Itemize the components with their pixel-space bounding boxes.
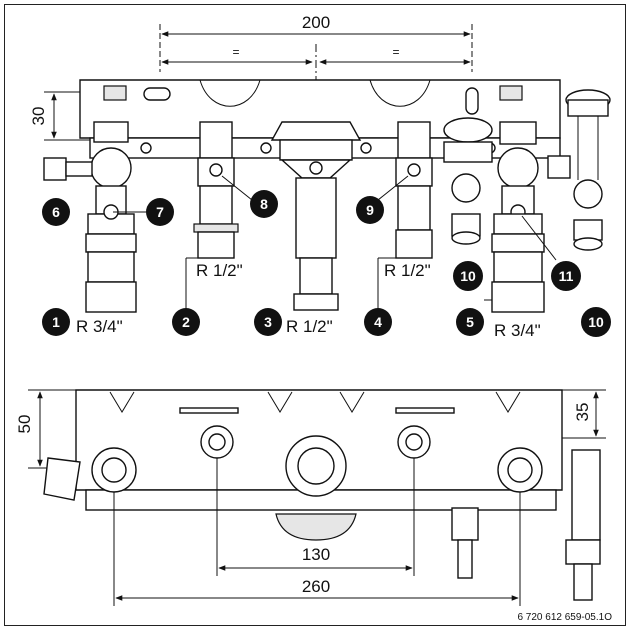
bottom-fitting-5 <box>497 447 543 493</box>
dim-height-top: 30 <box>29 107 48 126</box>
svg-text:9: 9 <box>366 202 374 218</box>
fitting-2 <box>193 121 239 259</box>
valve-6 <box>43 157 93 181</box>
dim-height-bottom-right: 35 <box>573 403 592 422</box>
dim-width-inner: 130 <box>302 545 330 564</box>
svg-text:4: 4 <box>374 314 382 330</box>
svg-text:11: 11 <box>559 268 574 284</box>
fitting-1 <box>85 121 137 313</box>
callout-11: 11 <box>551 261 581 291</box>
siphon-right <box>565 89 611 251</box>
thread-label-1: R 3/4" <box>76 317 123 336</box>
bottom-fitting-3 <box>275 435 357 541</box>
leader-lines <box>113 175 557 312</box>
svg-text:10: 10 <box>588 314 604 330</box>
bottom-drain-right <box>565 449 601 601</box>
callout-7: 7 <box>146 198 174 226</box>
bottom-fitting-4 <box>397 425 431 459</box>
thread-label-3: R 1/2" <box>286 317 333 336</box>
svg-text:7: 7 <box>156 204 164 220</box>
svg-text:1: 1 <box>52 314 60 330</box>
svg-text:3: 3 <box>264 314 272 330</box>
dimension-130: 130 <box>216 458 415 576</box>
callout-1: 1 <box>42 308 70 336</box>
siphon-left <box>443 117 493 245</box>
dimension-200: 200 <box>159 13 473 72</box>
callout-9: 9 <box>356 196 384 224</box>
callout-10-left: 10 <box>453 261 483 291</box>
thread-label-5: R 3/4" <box>494 321 541 340</box>
callout-8: 8 <box>250 190 278 218</box>
thread-label-2: R 1/2" <box>196 261 243 280</box>
svg-text:2: 2 <box>182 314 190 330</box>
diagram-frame <box>4 4 626 626</box>
dim-width-outer: 260 <box>302 577 330 596</box>
callout-2: 2 <box>172 308 200 336</box>
svg-text:8: 8 <box>260 196 268 212</box>
bottom-fitting-1 <box>43 447 137 501</box>
equal-left: = <box>232 45 239 59</box>
dim-top-width: 200 <box>302 13 330 32</box>
equal-right: = <box>392 45 399 59</box>
bottom-drain-left <box>451 507 479 579</box>
svg-text:5: 5 <box>466 314 474 330</box>
bottom-fitting-2 <box>200 425 234 459</box>
fitting-5 <box>491 121 571 313</box>
dimension-260: 260 <box>113 492 521 606</box>
callout-5: 5 <box>456 308 484 336</box>
svg-text:10: 10 <box>460 268 476 284</box>
svg-text:6: 6 <box>52 204 60 220</box>
callout-6: 6 <box>42 198 70 226</box>
reference-number: 6 720 612 659-05.1O <box>517 612 612 623</box>
fitting-3 <box>270 121 362 311</box>
dimension-30: 30 <box>29 91 90 141</box>
callout-4: 4 <box>364 308 392 336</box>
dim-height-bottom-left: 50 <box>15 415 34 434</box>
thread-label-4: R 1/2" <box>384 261 431 280</box>
callout-10-right: 10 <box>581 307 611 337</box>
callout-3: 3 <box>254 308 282 336</box>
fitting-4 <box>395 121 433 259</box>
